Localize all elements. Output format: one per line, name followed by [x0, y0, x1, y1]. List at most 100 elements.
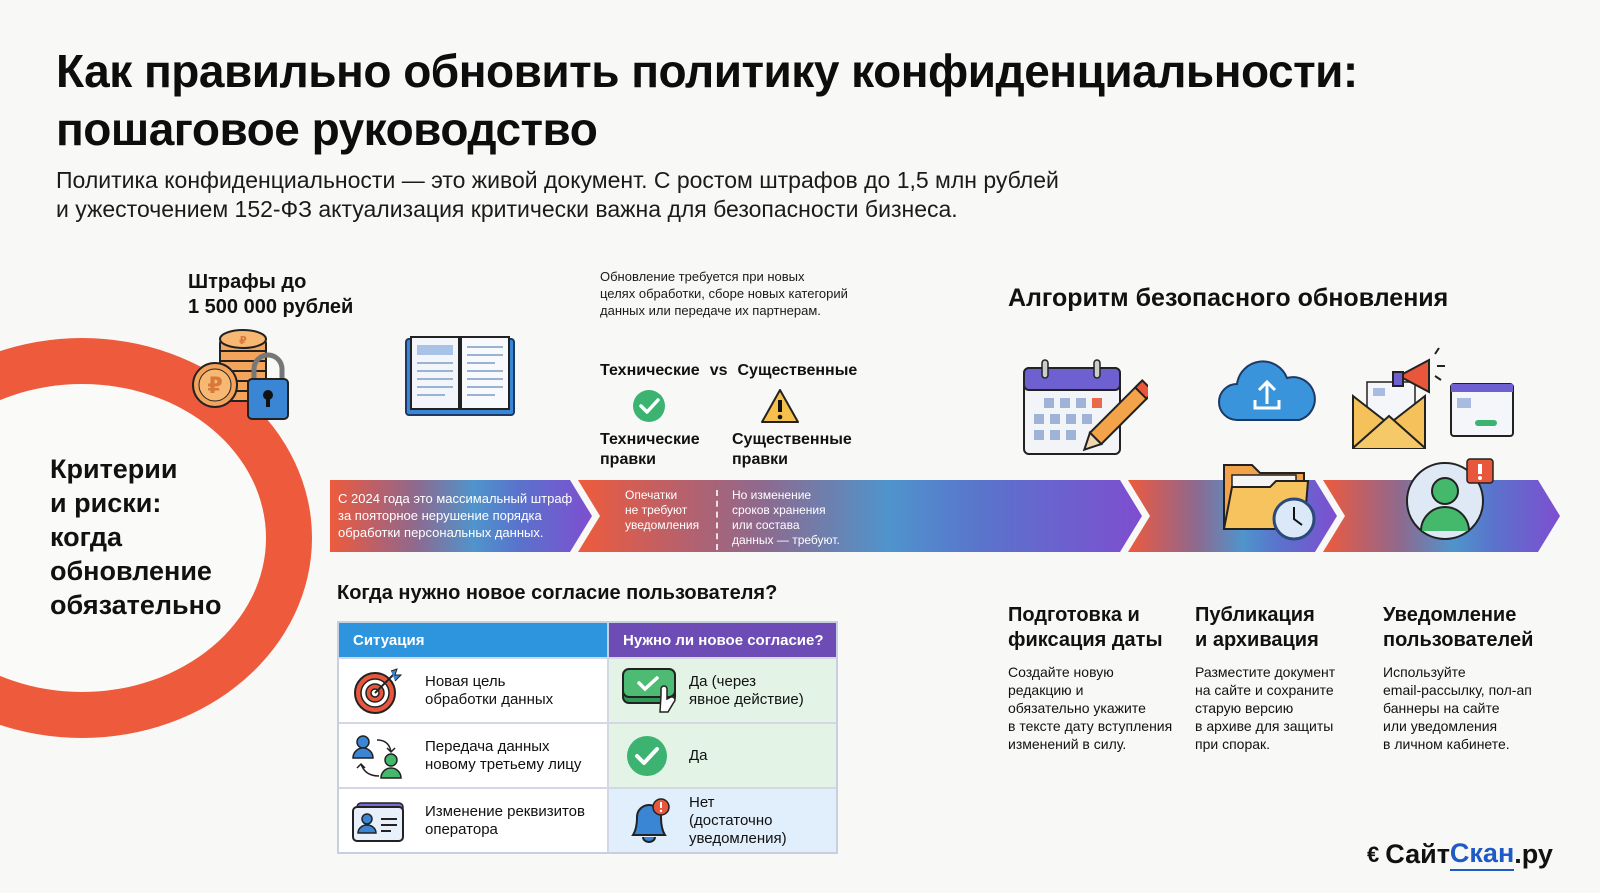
table-header: Ситуация Нужно ли новое согласие?	[339, 623, 836, 657]
folder-clock-icon	[1222, 464, 1316, 541]
desc-line: изменений в силу.	[1008, 736, 1127, 752]
cell-line: Да (через	[689, 672, 757, 690]
svg-text:₽: ₽	[239, 334, 247, 347]
logo-part-3: .ру	[1514, 839, 1553, 869]
fines-line-1: Штрафы до	[188, 271, 307, 293]
technical-edits-label: Технические правки	[600, 430, 700, 470]
desc-line: редакцию и	[1008, 682, 1084, 698]
label-line: правки	[732, 451, 789, 468]
step-title: Публикация и архивация	[1195, 603, 1385, 653]
consent-table: Ситуация Нужно ли новое согласие? Новая …	[337, 621, 838, 854]
desc-line: старую версию	[1195, 700, 1294, 716]
cell-line: обработки данных	[425, 690, 554, 708]
cloud-upload-icon	[1218, 360, 1316, 421]
cell-line: уведомления)	[689, 829, 787, 847]
logo-part-2: Скан	[1449, 838, 1515, 871]
answer-text: Да	[689, 747, 708, 765]
desc-line: или уведомления	[1383, 718, 1498, 734]
page-title: Как правильно обновить политику конфиден…	[56, 42, 1556, 158]
answer-cell: Да	[607, 724, 836, 787]
algorithm-step-1: Подготовка и фиксация даты Создайте новую…	[1008, 603, 1198, 753]
step-title-line: и архивация	[1195, 629, 1319, 651]
cell-line: Изменение реквизитов	[425, 802, 585, 820]
desc-line: в тексте дату вступления	[1008, 718, 1173, 734]
target-icon	[354, 667, 403, 714]
desc-line: Создайте новую	[1008, 664, 1114, 680]
desc-line: Разместите документ	[1195, 664, 1336, 680]
step-title-line: Публикация	[1195, 604, 1315, 626]
criteria-line: Критерии	[50, 454, 178, 484]
band-line: Но изменение	[732, 488, 812, 502]
note-line: данных или передаче их партнерам.	[600, 303, 821, 318]
column-header-situation: Ситуация	[339, 623, 607, 657]
dashed-divider	[716, 490, 718, 550]
subtitle-line-2: и ужесточением 152-ФЗ актуализация крити…	[56, 196, 958, 222]
calendar-pencil-icon	[1023, 359, 1148, 455]
title-line-2: пошаговое руководство	[56, 103, 598, 155]
desc-line: обязательно укажите	[1008, 700, 1146, 716]
subtitle-line-1: Политика конфиденциальности — это живой …	[56, 167, 1059, 193]
criteria-line: обновление	[50, 556, 212, 586]
band-line: данных — требуют.	[732, 533, 840, 547]
cell-line: (достаточно	[689, 811, 773, 829]
retention-change-text: Но изменение сроков хранения или состава…	[732, 488, 872, 548]
check-circle-icon	[633, 390, 665, 422]
user-alert-icon	[1406, 458, 1494, 540]
criteria-line: и риски:	[50, 488, 162, 518]
criteria-heading: Критерии и риски: когда обновление обяза…	[50, 452, 250, 622]
criteria-line: когда	[50, 522, 123, 552]
band-line: обработки персональных данных.	[338, 525, 544, 540]
cell-line: Нет	[689, 793, 715, 811]
typos-text: Опечатки не требуют уведомления	[625, 488, 715, 533]
desc-line: Используйте	[1383, 664, 1466, 680]
cell-line: Новая цель	[425, 672, 506, 690]
process-arrow-band	[330, 480, 1560, 552]
note-line: целях обработки, сборе новых категорий	[600, 286, 848, 301]
cell-line: оператора	[425, 820, 498, 838]
envelope-megaphone-icon	[1352, 347, 1514, 449]
desc-line: при спорак.	[1195, 736, 1271, 752]
criteria-line: обязательно	[50, 590, 222, 620]
fines-line-2: 1 500 000 рублей	[188, 296, 354, 318]
step-title-line: Подготовка и	[1008, 604, 1140, 626]
desc-line: в личном кабинете.	[1383, 736, 1510, 752]
band-line: С 2024 года это массимальный штраф	[338, 491, 573, 506]
cell-line: Да	[689, 746, 708, 764]
svg-text:₽: ₽	[207, 374, 222, 399]
step-title: Подготовка и фиксация даты	[1008, 603, 1198, 653]
fine-warning-text: С 2024 года это массимальный штраф за по…	[338, 490, 608, 541]
desc-line: email-рассылку, пол-ап	[1383, 682, 1532, 698]
band-line: Опечатки	[625, 488, 678, 502]
step-description: Используйте email-рассылку, пол-ап банне…	[1383, 663, 1573, 753]
significant-edits-label: Существенные правки	[732, 430, 852, 470]
open-book-icon	[405, 336, 515, 416]
label-line: Существенные	[732, 431, 852, 448]
title-line-1: Как правильно обновить политику конфиден…	[56, 45, 1358, 97]
consent-title: Когда нужно новое согласие пользователя?	[337, 582, 778, 604]
step-title-line: фиксация даты	[1008, 629, 1163, 651]
note-line: Обновление требуется при новых	[600, 269, 805, 284]
desc-line: в архиве для защиты	[1195, 718, 1334, 734]
cell-line: Передача данных	[425, 737, 550, 755]
band-line: сроков хранения	[732, 503, 826, 517]
cell-line: явное действие)	[689, 690, 804, 708]
page-subtitle: Политика конфиденциальности — это живой …	[56, 166, 1256, 224]
band-line: за пояторное нерушение порядка	[338, 508, 542, 523]
vs-label: vs	[709, 362, 728, 379]
check-circle-icon	[627, 735, 667, 776]
algorithm-step-2: Публикация и архивация Разместите докумен…	[1195, 603, 1385, 753]
ruble-coins-lock-icon: ₽ ₽	[192, 329, 289, 420]
